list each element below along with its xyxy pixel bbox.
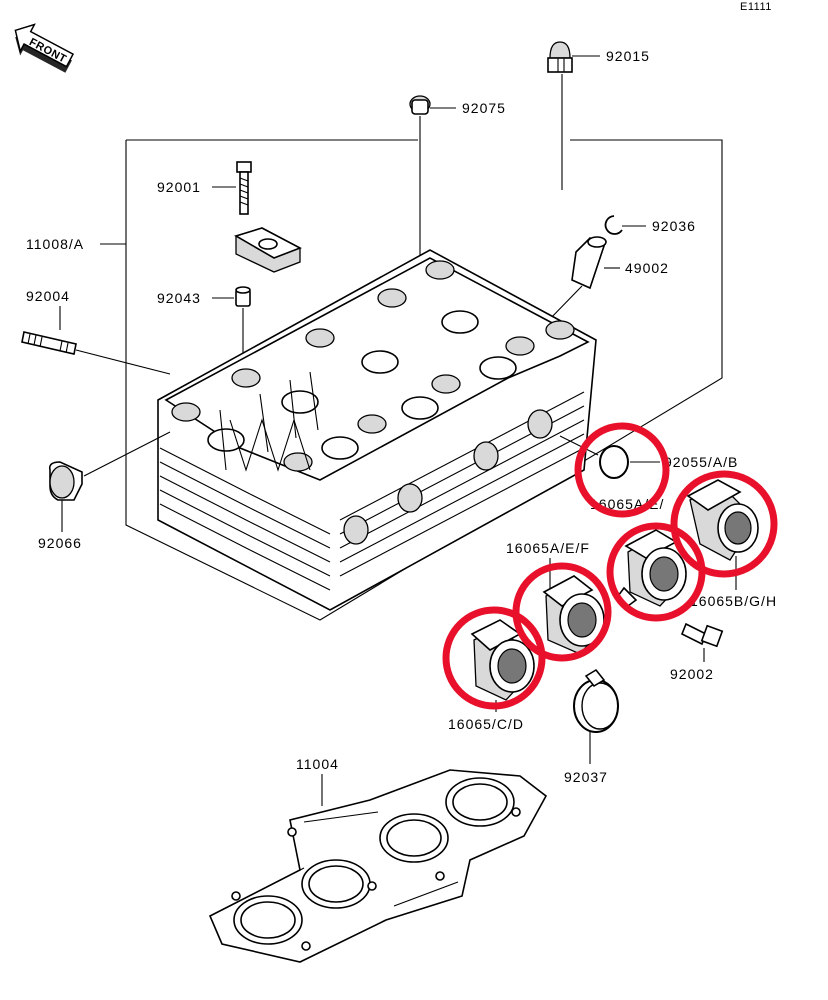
- cap-nut-92015: [547, 41, 600, 190]
- highlight-circle-cd: [442, 606, 546, 710]
- label-92055: 92055/A/B: [664, 454, 738, 470]
- circlip-92036: [604, 215, 646, 235]
- carb-holder-bgh: [686, 479, 759, 590]
- label-16065bgh: 16065B/G/H: [690, 593, 777, 609]
- highlight-circle-middle: [606, 522, 706, 622]
- front-arrow-icon: FRONT: [14, 23, 74, 73]
- o-ring-92055: [559, 435, 660, 479]
- cam-cap: [234, 227, 302, 273]
- highlight-circle-oring: [574, 422, 670, 518]
- label-11008: 11008/A: [26, 236, 84, 252]
- plug-92075: [409, 95, 456, 360]
- label-92066: 92066: [38, 535, 82, 551]
- label-92004: 92004: [26, 288, 70, 304]
- label-11004: 11004: [296, 756, 339, 772]
- label-49002: 49002: [625, 260, 669, 276]
- label-92001: 92001: [157, 179, 201, 195]
- label-92075: 92075: [462, 100, 506, 116]
- head-gasket-11004: [208, 769, 548, 963]
- label-92036: 92036: [652, 218, 696, 234]
- bolt-92001: [212, 161, 252, 215]
- label-92002: 92002: [670, 666, 714, 682]
- label-92015: 92015: [606, 48, 650, 64]
- cylinder-head: [157, 249, 597, 611]
- diagram-id-text: E1111: [740, 1, 772, 13]
- clamp-92037: [573, 668, 619, 764]
- carb-holder-middle: [616, 529, 687, 608]
- label-16065aef: 16065A/E/F: [506, 540, 590, 556]
- plug-92066: [48, 431, 171, 532]
- label-16065cd: 16065/C/D: [448, 716, 524, 732]
- carb-holder-aef: [542, 575, 605, 655]
- highlight-circle-bgh: [670, 470, 778, 578]
- screw-92002: [680, 622, 724, 662]
- label-92043: 92043: [157, 290, 201, 306]
- carb-holder-cd: [470, 619, 535, 712]
- label-92037: 92037: [564, 769, 608, 785]
- stud-92004: [21, 306, 171, 375]
